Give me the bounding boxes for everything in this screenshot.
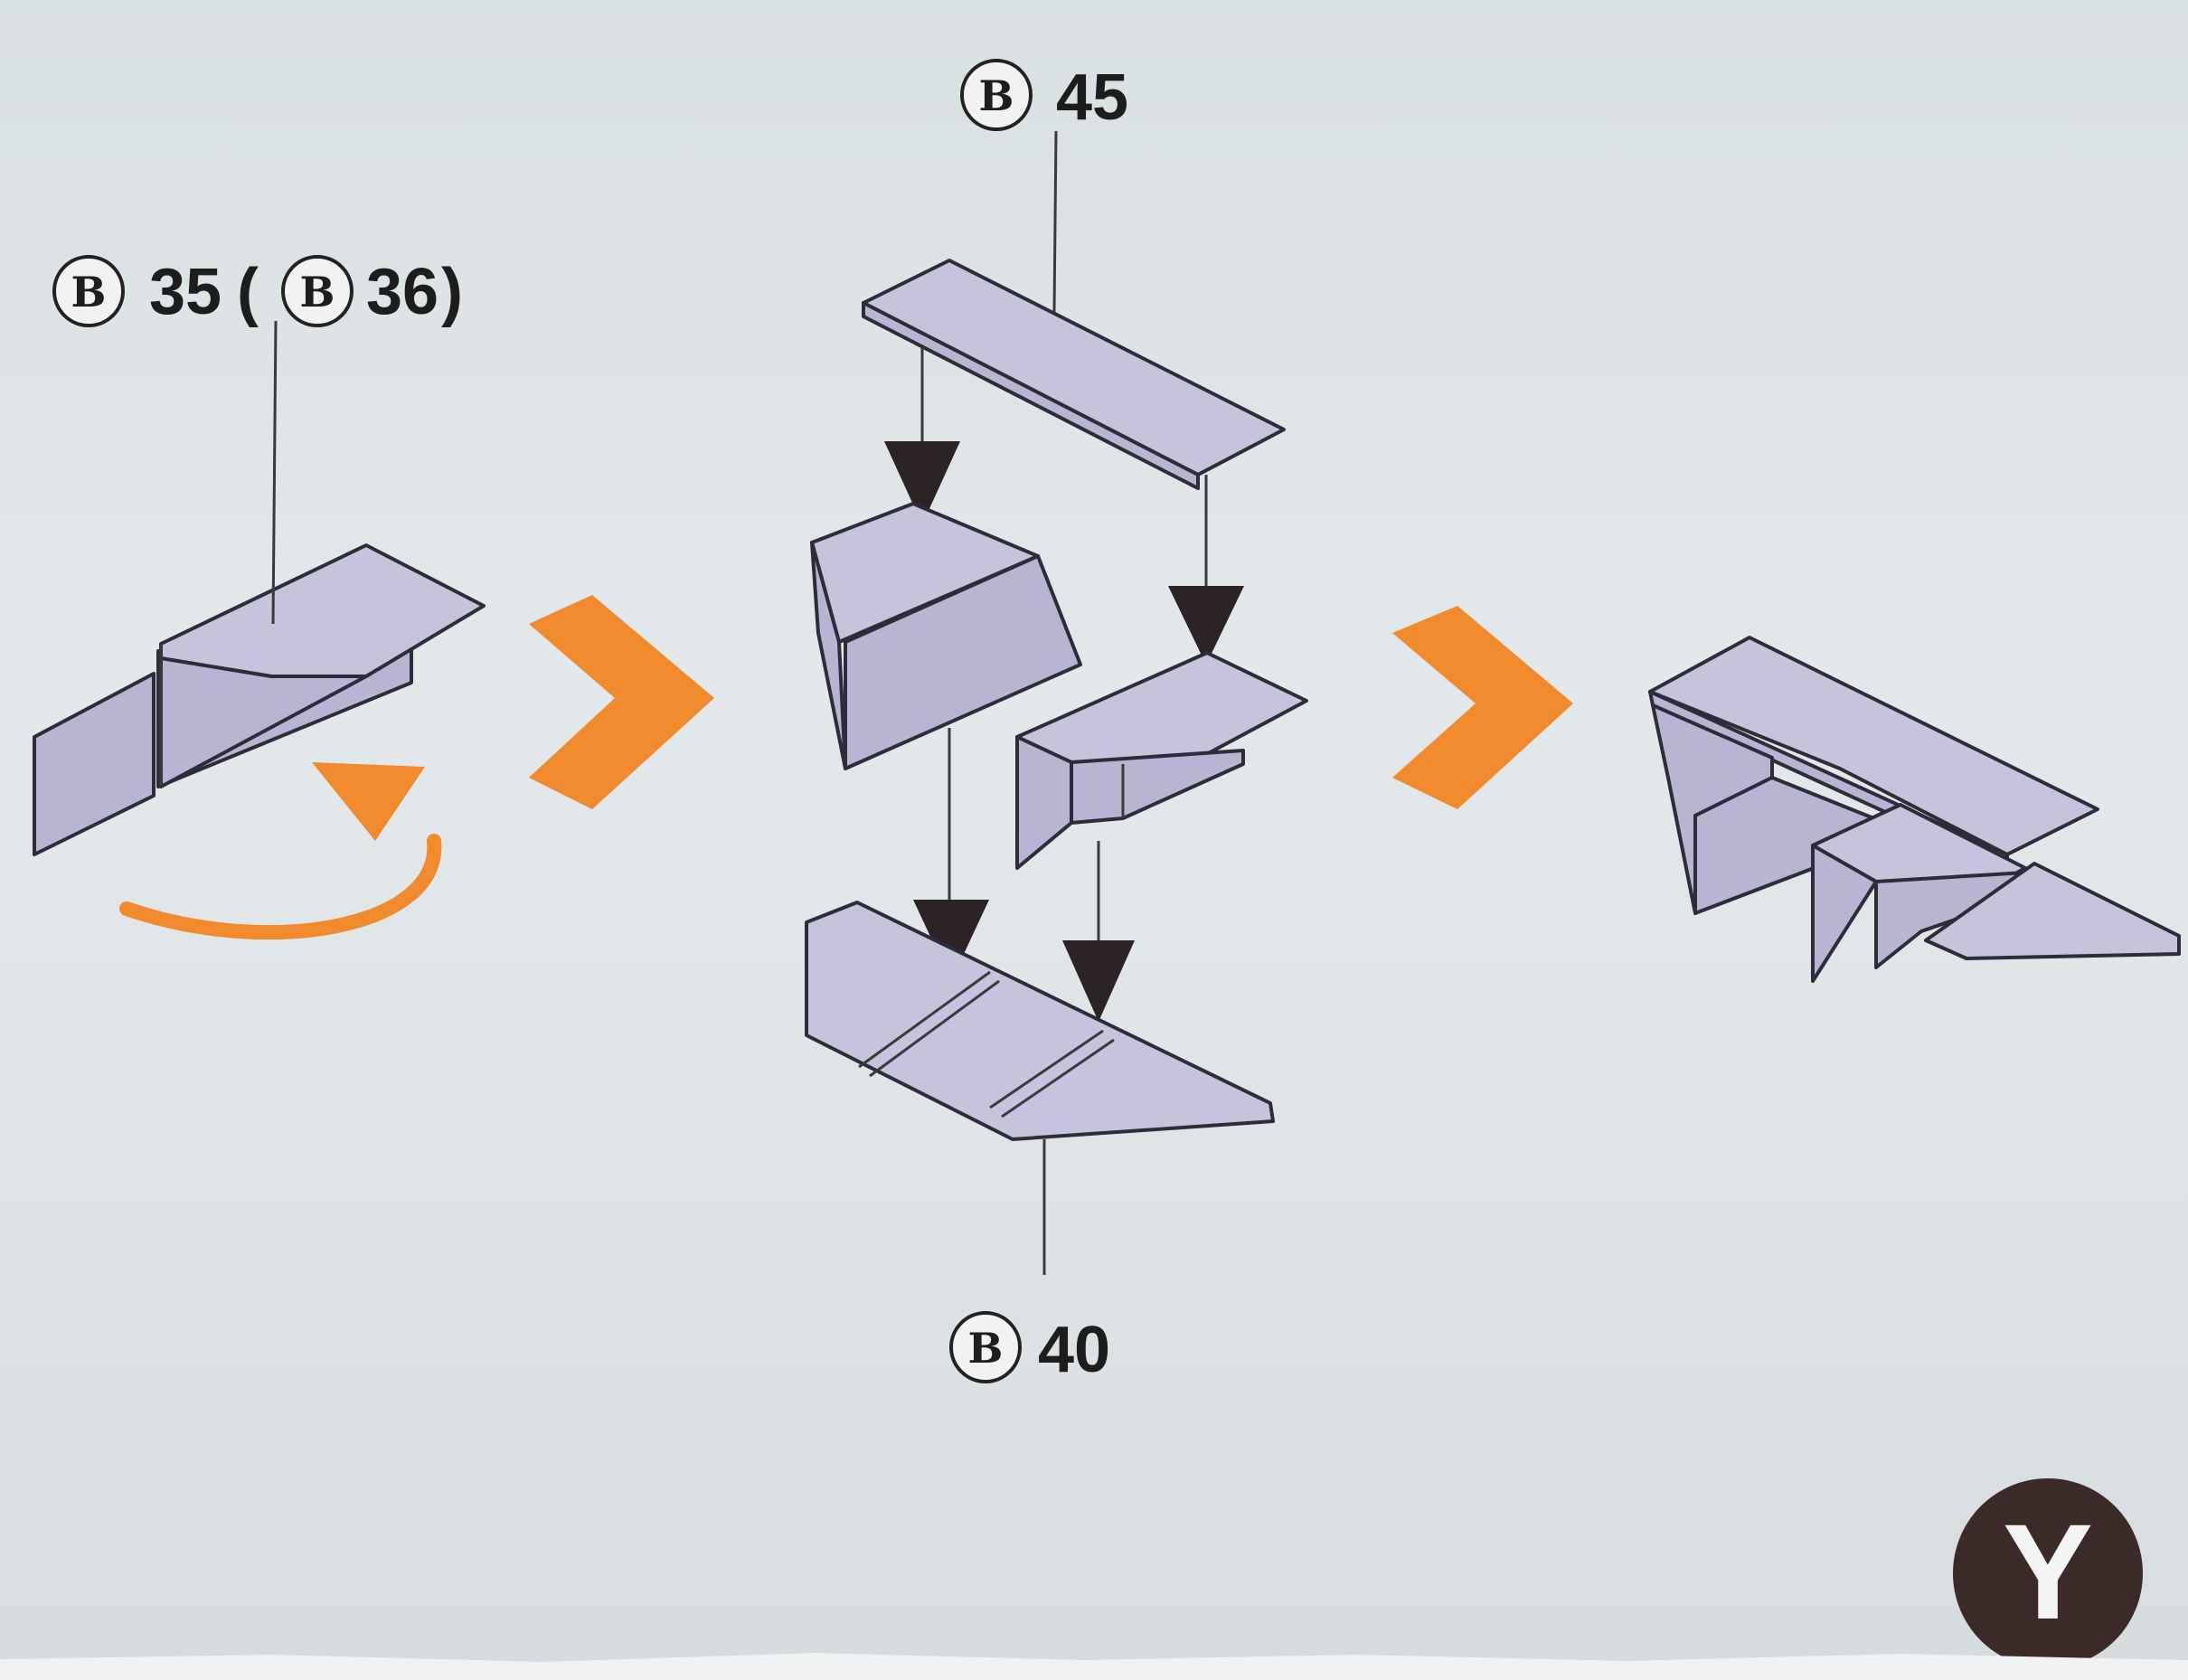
- svg-text:B: B: [71, 268, 107, 316]
- svg-text:B: B: [300, 268, 335, 316]
- svg-text:): ): [441, 256, 463, 328]
- guide-arrow-icon: [913, 728, 989, 981]
- svg-text:B: B: [968, 1324, 1004, 1373]
- part-b35-assembly: [33, 543, 486, 856]
- svg-text:Y: Y: [2003, 1496, 2093, 1647]
- guide-arrow-icon: [884, 348, 960, 524]
- step-arrow-icon: [529, 595, 714, 809]
- svg-text:35: 35: [149, 256, 222, 328]
- svg-text:B: B: [979, 71, 1014, 120]
- svg-text:36: 36: [366, 256, 439, 328]
- svg-text:(: (: [237, 256, 259, 328]
- guide-arrow-icon: [1062, 841, 1135, 1022]
- label-b35-b36: B 35 ( B 36 ): [52, 255, 463, 328]
- svg-text:40: 40: [1038, 1314, 1110, 1386]
- part-block-left: [810, 502, 1082, 770]
- leader-b35: [271, 320, 278, 625]
- svg-text:45: 45: [1056, 61, 1128, 134]
- guide-arrow-icon: [1168, 475, 1244, 665]
- label-b40: B 40: [949, 1311, 1110, 1386]
- completed-assembly: [1648, 636, 2181, 983]
- step-arrow-icon: [1392, 606, 1573, 809]
- step-badge: Y: [1953, 1478, 2143, 1668]
- leader-b45: [1052, 130, 1058, 313]
- part-b40: [805, 901, 1275, 1141]
- part-block-right: [1015, 651, 1308, 870]
- paper-edge: [0, 1653, 2188, 1680]
- rotate-arrow-icon: [119, 762, 442, 940]
- label-b45: B 45: [960, 59, 1128, 134]
- part-b45: [862, 259, 1286, 490]
